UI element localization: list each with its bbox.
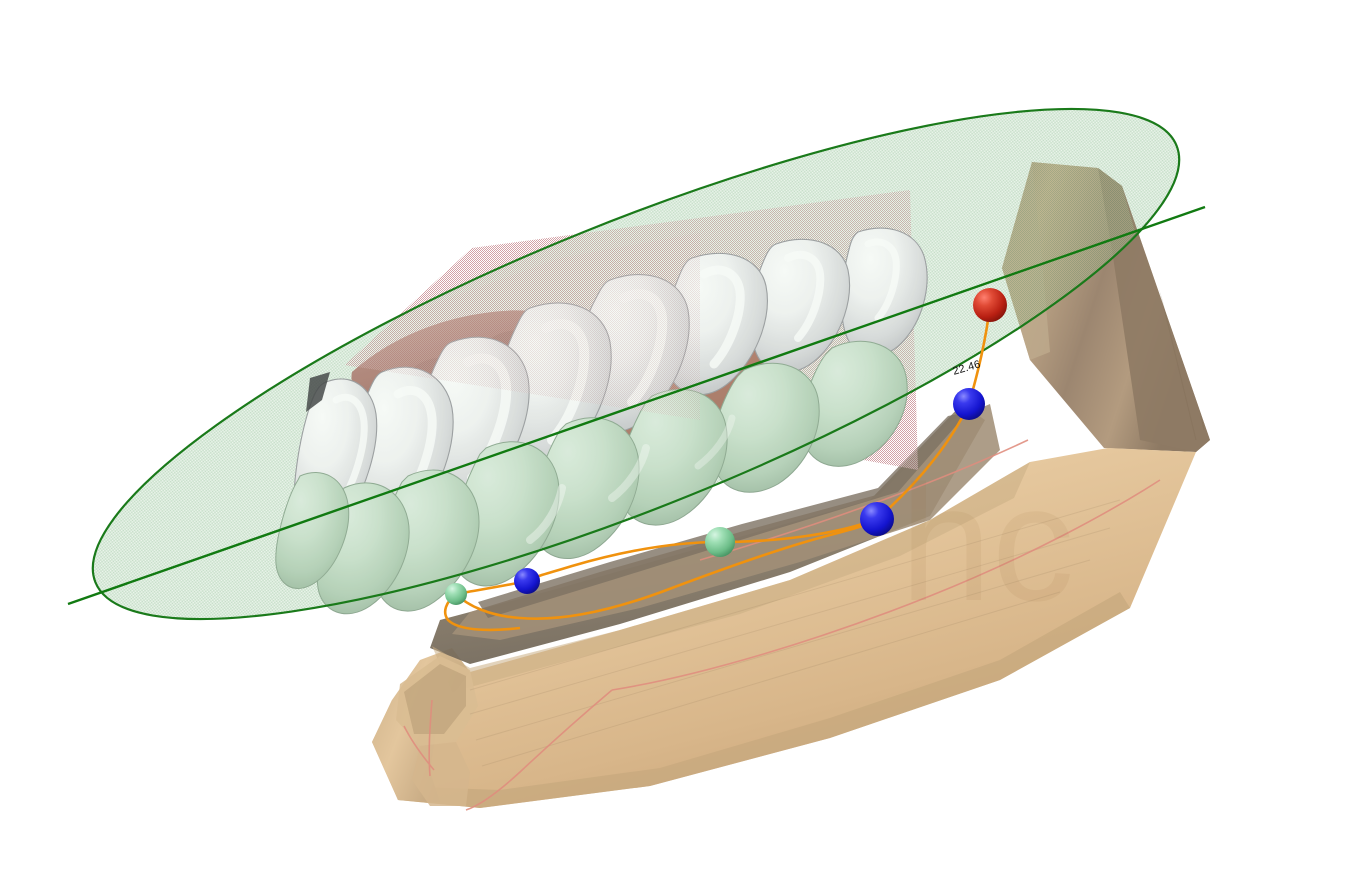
mandible-body-buccal xyxy=(372,448,1196,808)
landmark-anterior-blue[interactable] xyxy=(514,568,540,594)
sagittal-plane-front-tint xyxy=(345,216,700,420)
mandible-lingual-shelf xyxy=(432,462,1030,692)
landmark-premolar-green[interactable] xyxy=(705,527,735,557)
tooth-incisor-lower-2 xyxy=(275,472,350,589)
mandible-anterior-cut-face xyxy=(412,742,470,806)
tooth-molar-upper-1 xyxy=(840,227,928,357)
landmark-spheres[interactable] xyxy=(445,288,1007,605)
tooth-distal-shadow xyxy=(306,372,330,412)
landmark-incisor-green[interactable] xyxy=(445,583,467,605)
landmark-condyle-red[interactable] xyxy=(973,288,1007,322)
watermark-glyphs: hc xyxy=(900,451,1074,635)
mandible-bone[interactable] xyxy=(372,162,1210,808)
watermark-group: hc xyxy=(900,451,1074,635)
nerve-canal-lower xyxy=(403,725,435,771)
teeth-cusp-highlights xyxy=(526,414,736,544)
nerve-canal-anterior xyxy=(465,689,613,811)
occlusal-plane-outline[interactable] xyxy=(42,14,1229,714)
mandible-mental-shadow xyxy=(404,664,466,734)
landmark-ramus-blue[interactable] xyxy=(953,388,985,420)
nerve-canal-main xyxy=(611,479,1161,691)
ridge-curve-lower-loop xyxy=(455,517,878,620)
mandible-ridge-crest xyxy=(478,412,968,618)
occlusal-intersection-line[interactable] xyxy=(67,205,1206,606)
nerve-canal-mental-branch xyxy=(428,699,433,777)
landmark-molar-blue[interactable] xyxy=(860,502,894,536)
